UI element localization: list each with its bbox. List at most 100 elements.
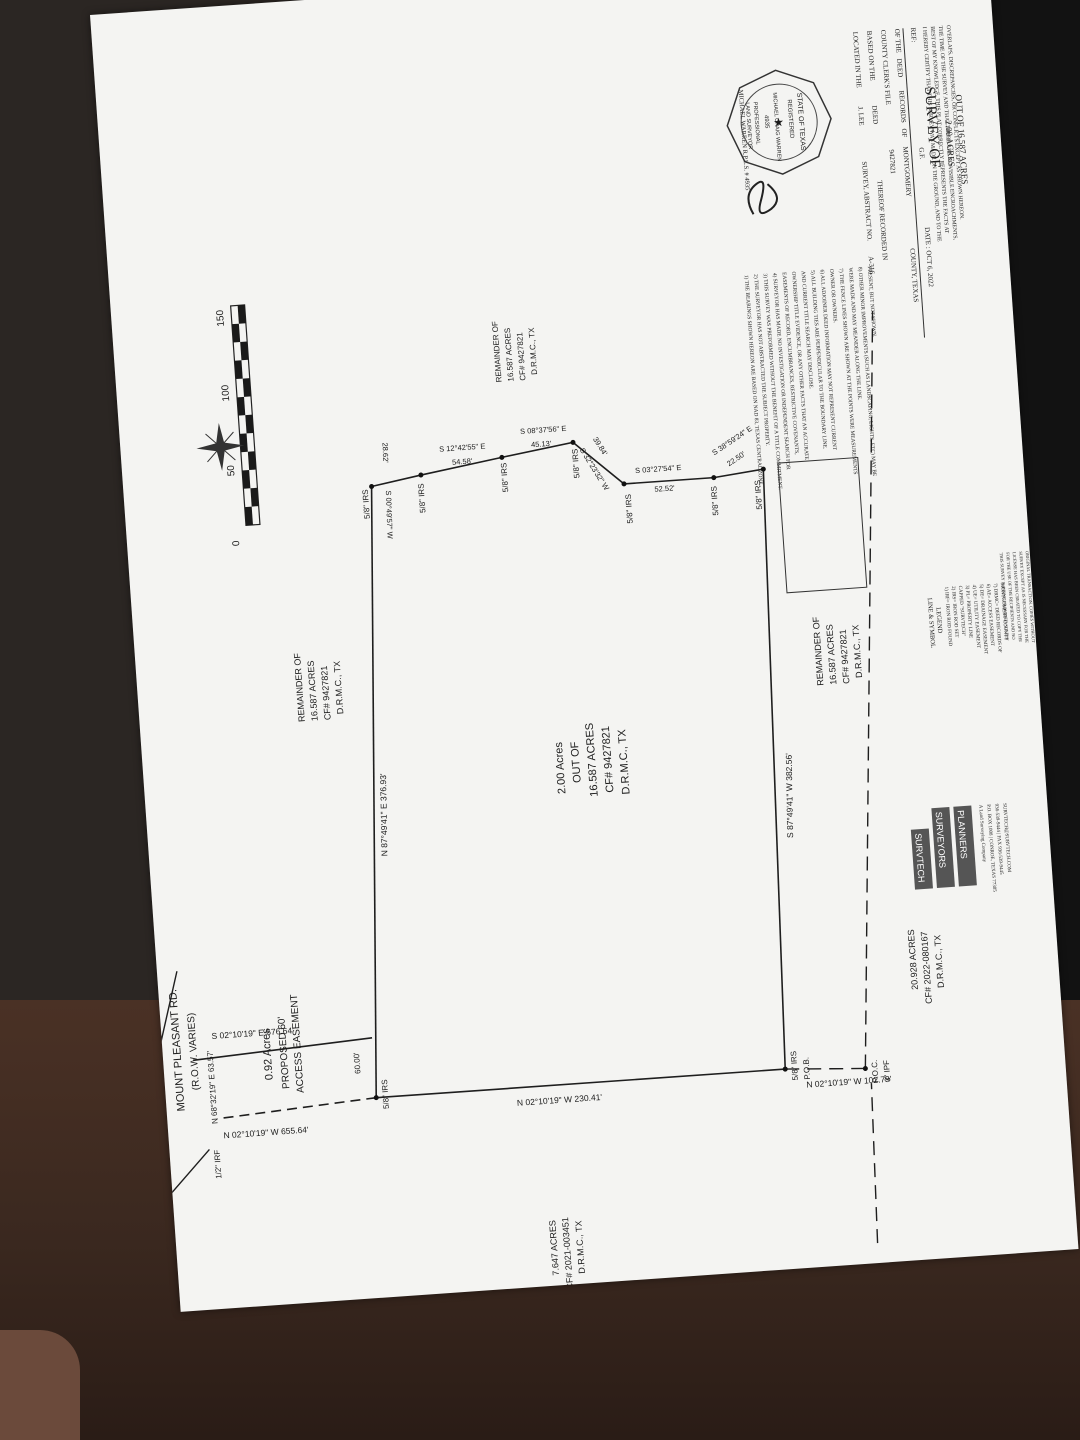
svg-text:0: 0: [231, 540, 242, 547]
footnote-line: THIS SURVEY IS BEING PROVIDED SOLELY: [999, 553, 1010, 642]
boundary: [193, 441, 787, 1120]
survey-sheet: SURVEY OF 2.00 ACRES OUT OF 16.587 ACRES…: [90, 0, 1079, 1312]
svg-text:5/8" IRS: 5/8" IRS: [789, 1051, 800, 1081]
south-call: S 87°49'41" W 382.56': [784, 753, 795, 838]
svg-text:50: 50: [226, 464, 238, 476]
legend-item: 5) DE= DRAINAGE EASEMENT: [978, 584, 988, 654]
svg-text:16.587 ACRES: 16.587 ACRES: [503, 328, 516, 382]
poc-marker: P.O.C.: [870, 1060, 881, 1084]
legend-text: LINE & SYMBOL LEGEND 1) IRF= IRON ROD FO…: [926, 583, 1008, 655]
svg-text:150: 150: [215, 309, 227, 327]
svg-text:LAND SURVEYOR: LAND SURVEYOR: [744, 102, 753, 149]
svg-text:5/8" IRS: 5/8" IRS: [570, 448, 581, 478]
svg-text:D.R.M.C., TX: D.R.M.C., TX: [573, 1220, 587, 1274]
svg-text:MONTGOMERY: MONTGOMERY: [901, 146, 913, 197]
easement-labels: S 02°10'19" E 676.64' 0.92 Acres PROPOSE…: [211, 994, 362, 1093]
svg-text:DEED: DEED: [870, 105, 879, 124]
svg-text:OUT OF: OUT OF: [569, 741, 584, 783]
legend-item: 1) IRF= IRON ROD FOUND: [943, 587, 952, 647]
scale-segment: [237, 396, 246, 416]
svg-text:P.O. BOX 1008 | CONROE, TEXAS: P.O. BOX 1008 | CONROE, TEXAS 77305: [985, 804, 996, 892]
svg-text:REMAINDER OF: REMAINDER OF: [292, 652, 307, 722]
note-line: PRESENT, BUT NOT SHOWN.: [866, 266, 877, 337]
legend-item: MONTGOMERY COUNTY: [999, 583, 1008, 642]
svg-text:S 03°27'54" E: S 03°27'54" E: [635, 463, 682, 475]
svg-text:S 08°37'56" E: S 08°37'56" E: [520, 424, 567, 436]
remainder-north: REMAINDER OF 16.587 ACRES CF# 9427821 D.…: [292, 652, 346, 722]
svg-text:S 38°59'24" E: S 38°59'24" E: [710, 424, 753, 457]
north-call: N 87°49'41" E 376.93': [378, 773, 389, 856]
svg-text:22.50': 22.50': [725, 449, 747, 468]
svg-text:RECORDS: RECORDS: [897, 90, 907, 123]
svg-text:2.00 Acres: 2.00 Acres: [553, 741, 569, 794]
note-line: OWNER OR OWNERS.: [828, 269, 838, 323]
svg-text:G.F.: G.F.: [917, 147, 926, 160]
seal-star-icon: ★: [773, 115, 785, 130]
legend-item: CAPPED "SURVTECH": [957, 586, 966, 637]
svg-text:REMAINDER OF: REMAINDER OF: [811, 616, 826, 686]
road-call-south: N 02°10'19" W 655.64': [223, 1124, 309, 1140]
svg-text:CF# 9427821: CF# 9427821: [319, 665, 333, 720]
svg-text:20.928 ACRES: 20.928 ACRES: [906, 929, 920, 990]
svg-text:REF:: REF:: [909, 27, 918, 42]
easement-area: 0.92 Acres: [260, 1027, 276, 1080]
scale-segment: [245, 414, 254, 434]
title: SURVEY OF: [921, 86, 943, 168]
title-block: SURVEY OF 2.00 ACRES OUT OF 16.587 ACRES: [902, 28, 970, 338]
remainder-south: REMAINDER OF 16.587 ACRES CF# 9427821 D.…: [811, 616, 864, 686]
scale-segment: [242, 470, 251, 489]
svg-text:54.58': 54.58': [452, 456, 473, 466]
svg-text:S 00°49'57" W: S 00°49'57" W: [384, 490, 395, 540]
irs-marker: 5/8" IRS: [380, 1079, 391, 1109]
svg-text:PLANNERS: PLANNERS: [956, 810, 969, 859]
svg-text:REMAINDER OF: REMAINDER OF: [490, 321, 503, 383]
svg-text:CF# 9427821: CF# 9427821: [515, 331, 527, 381]
svg-text:BASED ON THE: BASED ON THE: [865, 30, 876, 80]
svg-text:OF: OF: [900, 128, 909, 138]
svg-text:28.62': 28.62': [381, 442, 391, 463]
svg-text:D.R.M.C., TX: D.R.M.C., TX: [932, 934, 946, 988]
svg-text:LEGEND: LEGEND: [934, 607, 943, 634]
adjoiner-south: 20.928 ACRES CF# 2022-080167 D.R.M.C., T…: [906, 929, 946, 1004]
footnote-line: SURVEY EXCEPT AS IS NECESSARY FOR THE: [1018, 551, 1029, 643]
pob-marker: P.O.B.: [801, 1057, 812, 1080]
legend: [777, 456, 868, 594]
company-block: SURVTECH SURVEYORS PLANNERS A Land Surve…: [910, 803, 1011, 892]
signature: [747, 180, 778, 215]
svg-text:5/8" IRS: 5/8" IRS: [624, 494, 635, 524]
footnote-line: FOR THE USE OF THE RECIPIENTS AND NO: [1005, 552, 1016, 640]
svg-text:52.52': 52.52': [654, 483, 675, 493]
svg-text:5/8" IRS: 5/8" IRS: [753, 480, 764, 510]
legend-item: 3) PL= PROPERTY LINE: [964, 585, 973, 638]
svg-text:5/8" IRS: 5/8" IRS: [416, 483, 427, 513]
scale-segment: [239, 433, 248, 453]
svg-text:DATE : OCT 6, 2022: DATE : OCT 6, 2022: [923, 227, 935, 288]
svg-text:PROFESSIONAL: PROFESSIONAL: [752, 102, 761, 145]
scale-labels: 0 50 100 150: [215, 309, 243, 546]
svg-text:D.R.M.C., TX: D.R.M.C., TX: [332, 661, 346, 715]
adjoiner-west: 7.647 ACRES CF# 2021-003451 D.R.M.C., TX: [547, 1217, 587, 1290]
svg-text:D.R.M.C., TX: D.R.M.C., TX: [616, 728, 633, 795]
svg-text:936-539-9444 | FAX 936-539-944: 936-539-9444 | FAX 936-539-9445: [993, 804, 1003, 876]
svg-text:5/8" IRS: 5/8" IRS: [709, 486, 720, 516]
scale-segment: [244, 506, 253, 526]
svg-text:THEREOF RECORDED IN: THEREOF RECORDED IN: [875, 180, 889, 260]
svg-text:39.84': 39.84': [591, 435, 610, 457]
east-calls: S 00°49'57" W 28.62' S 12°42'55" E 54.58…: [381, 424, 754, 540]
title-sub1: 2.00 ACRES: [943, 120, 956, 167]
legend-item: 7) DRMC= DEED RECORDS OF: [992, 583, 1002, 653]
svg-text:SURVTECH: SURVTECH: [913, 833, 926, 883]
svg-text:STATE OF TEXAS: STATE OF TEXAS: [795, 93, 806, 152]
title-fields: LOCATED IN THE J. LEE SURVEY, ABSTRACT N…: [851, 25, 964, 303]
svg-text:16.587 ACRES: 16.587 ACRES: [584, 722, 601, 797]
footnote-line: ORIGINAL TRANSACTION. COPIES WITHOUT: [1025, 551, 1036, 643]
svg-text:A Land Surveying Company: A Land Surveying Company: [977, 805, 986, 863]
tract-label: 2.00 Acres OUT OF 16.587 ACRES CF# 94278…: [553, 722, 633, 797]
svg-text:16.587 ACRES: 16.587 ACRES: [824, 624, 838, 685]
legend-item: 4) UE= UTILITY EASEMENT: [971, 585, 980, 649]
scale-bar: [229, 304, 261, 527]
legend-item: 6) AE= ACCESS EASEMENT: [985, 584, 994, 647]
svg-text:COUNTY CLERK'S FILE: COUNTY CLERK'S FILE: [879, 29, 892, 105]
legend-item: 2) IRS= IRON ROD SET: [950, 586, 959, 638]
svg-text:5/8" IRS: 5/8" IRS: [361, 489, 372, 519]
